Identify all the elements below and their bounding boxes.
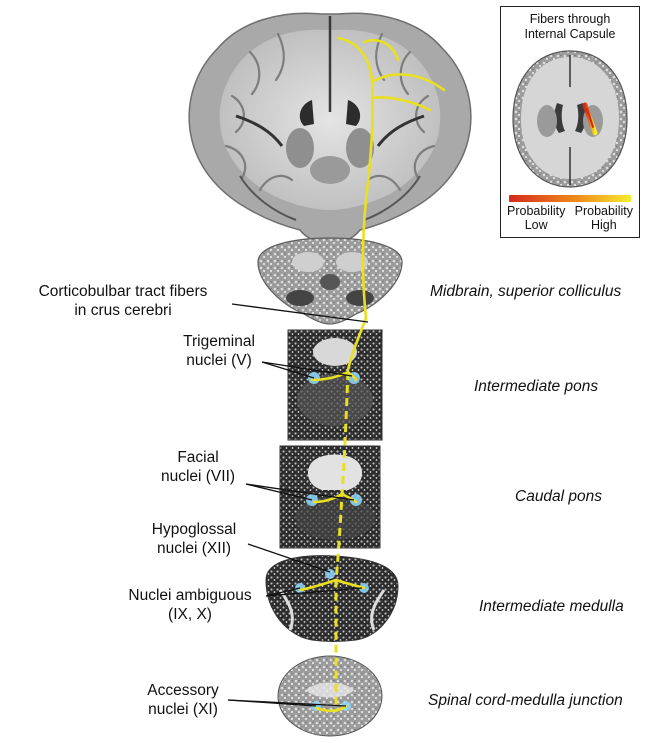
colorbar-low-line1: Probability [507, 204, 565, 218]
cerebral-aqueduct [320, 274, 340, 290]
label-trigeminal: Trigeminal nuclei (V) [176, 332, 262, 370]
colorbar-low-line2: Low [507, 218, 565, 232]
probability-colorbar [509, 195, 631, 202]
inset-panel: Fibers through Internal Capsule Probabil… [500, 6, 640, 238]
label-accessory-line1: Accessory [138, 681, 228, 700]
right-crus [346, 290, 374, 306]
inset-left-putamen [537, 105, 557, 137]
label-corticobulbar: Corticobulbar tract fibers in crus cereb… [14, 282, 232, 320]
pons-basis [297, 374, 373, 426]
left-superior-colliculus [292, 252, 324, 272]
colorbar-low-label: Probability Low [507, 204, 565, 232]
label-accessory: Accessory nuclei (XI) [138, 681, 228, 719]
inset-title-line1: Fibers through [501, 12, 639, 27]
label-facial-line2: nuclei (VII) [150, 467, 246, 486]
level-midbrain: Midbrain, superior colliculus [430, 282, 621, 301]
colorbar-high-line1: Probability [575, 204, 633, 218]
label-corticobulbar-line2: in crus cerebri [14, 301, 232, 320]
junction-section [278, 656, 382, 736]
caudal-pons-fourth-ventricle [308, 455, 362, 491]
inset-title: Fibers through Internal Capsule [501, 12, 639, 42]
label-accessory-line2: nuclei (XI) [138, 700, 228, 719]
intermediate-medulla-section [266, 556, 398, 642]
label-facial: Facial nuclei (VII) [150, 448, 246, 486]
level-intermediate-pons: Intermediate pons [474, 377, 598, 396]
label-ambiguous-line1: Nuclei ambiguous [114, 586, 266, 605]
label-ambiguous-line2: (IX, X) [114, 605, 266, 624]
label-trigeminal-line2: nuclei (V) [176, 351, 262, 370]
inset-axial-brain [507, 47, 633, 191]
label-facial-line1: Facial [150, 448, 246, 467]
midbrain-section [258, 238, 402, 324]
left-crus [286, 290, 314, 306]
intermediate-pons-section [288, 330, 382, 440]
label-corticobulbar-line1: Corticobulbar tract fibers [14, 282, 232, 301]
level-junction: Spinal cord-medulla junction [428, 691, 623, 710]
label-hypoglossal-line2: nuclei (XII) [140, 539, 248, 558]
thalamus [310, 156, 350, 184]
inset-title-line2: Internal Capsule [501, 27, 639, 42]
colorbar-high-label: Probability High [575, 204, 633, 232]
level-intermediate-medulla: Intermediate medulla [479, 597, 624, 616]
label-ambiguous: Nuclei ambiguous (IX, X) [114, 586, 266, 624]
label-hypoglossal: Hypoglossal nuclei (XII) [140, 520, 248, 558]
level-caudal-pons: Caudal pons [515, 487, 602, 506]
coronal-brain-section [189, 13, 471, 244]
left-basal-ganglia [286, 128, 314, 168]
label-hypoglossal-line1: Hypoglossal [140, 520, 248, 539]
label-trigeminal-line1: Trigeminal [176, 332, 262, 351]
colorbar-high-line2: High [575, 218, 633, 232]
